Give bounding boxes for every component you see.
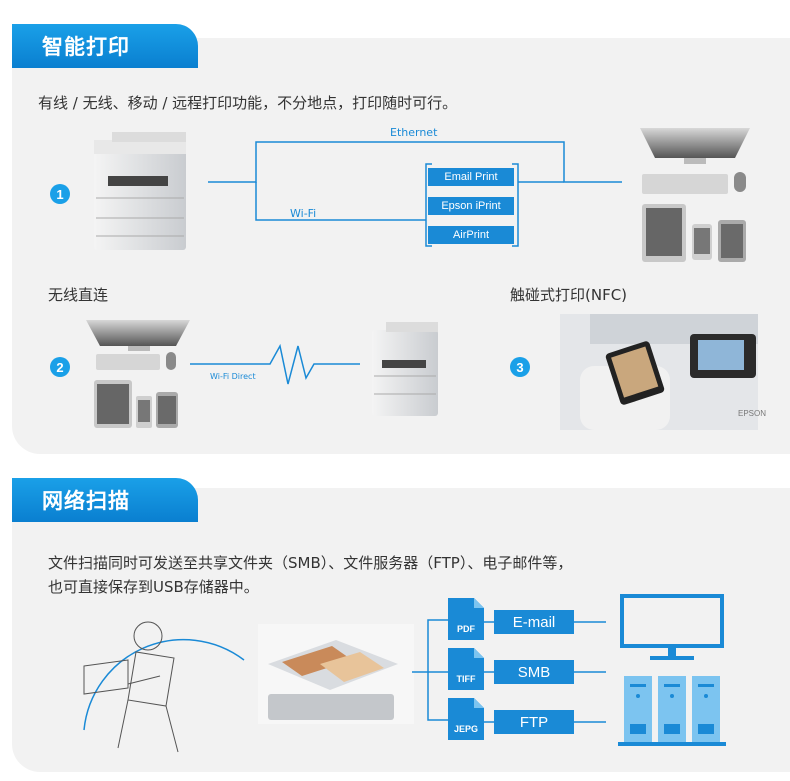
smart-print-intro: 有线 / 无线、移动 / 远程打印功能，不分地点，打印随时可行。: [38, 94, 458, 112]
scan-lines: [412, 619, 606, 723]
format-label: PDF: [457, 624, 475, 634]
email-print-box: Email Print: [428, 168, 514, 186]
format-label: JEPG: [453, 724, 478, 734]
section-title: 智能打印: [42, 35, 130, 59]
nfc-photo: EPSON: [560, 314, 766, 430]
ftp-destination: FTP: [494, 710, 574, 734]
nfc-title: 触碰式打印(NFC): [510, 286, 628, 304]
scanner-photo: [258, 624, 414, 724]
smb-destination: SMB: [494, 660, 574, 684]
wifi-direct-label: Wi-Fi Direct: [210, 372, 256, 381]
monitor-icon: [620, 594, 724, 660]
person-illustration: [83, 621, 245, 753]
format-label: TIFF: [456, 674, 476, 684]
smart-print-banner: 智能打印: [12, 24, 198, 68]
printer-icon: [94, 132, 186, 250]
printer-icon: [372, 322, 438, 416]
scan-desc-line1: 文件扫描同时可发送至共享文件夹（SMB）、文件服务器（FTP）、电子邮件等，: [48, 554, 573, 572]
network-scan-banner: 网络扫描: [12, 478, 198, 522]
email-destination: E-mail: [494, 610, 574, 634]
jepg-doc-icon: JEPG: [448, 698, 484, 740]
computer-devices-icon: [640, 128, 750, 262]
network-lines: [190, 141, 622, 385]
section-title: 网络扫描: [42, 489, 130, 513]
pdf-doc-icon: PDF: [448, 598, 484, 640]
badge-2: 2: [50, 357, 70, 377]
epson-iprint-box: Epson iPrint: [428, 197, 514, 215]
server-icon: [618, 676, 726, 746]
computer-devices-icon: [86, 320, 190, 428]
airprint-box: AirPrint: [428, 226, 514, 244]
badge-1: 1: [50, 184, 70, 204]
scan-desc-line2: 也可直接保存到USB存储器中。: [48, 578, 259, 596]
nfc-brand: EPSON: [738, 409, 766, 418]
wireless-direct-title: 无线直连: [48, 286, 109, 304]
wifi-label: Wi-Fi: [290, 207, 317, 220]
badge-3: 3: [510, 357, 530, 377]
ethernet-label: Ethernet: [390, 126, 438, 139]
tiff-doc-icon: TIFF: [448, 648, 484, 690]
